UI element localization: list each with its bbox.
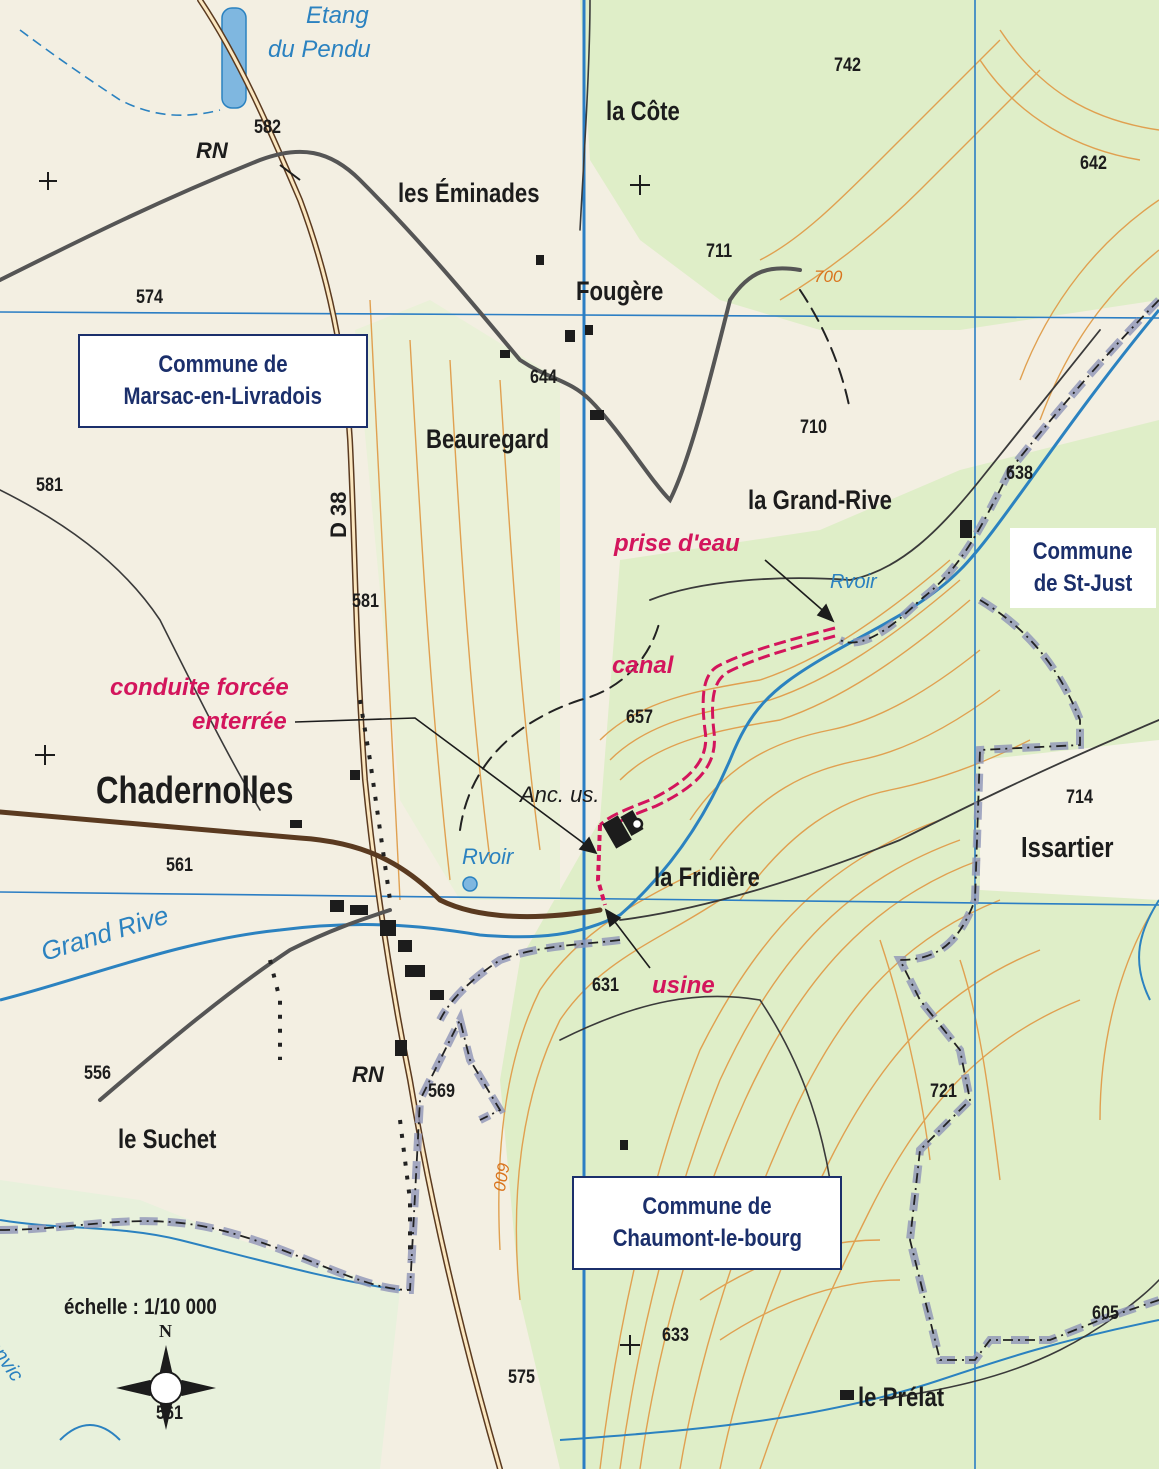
canal-line — [598, 626, 836, 827]
altitude-657: 657 — [626, 707, 653, 728]
commune-boundaries — [0, 297, 1159, 1364]
rvoir-label-west: Rvoir — [462, 844, 514, 869]
forest-area-north — [580, 0, 1159, 330]
place-la-grand-rive: la Grand-Rive — [748, 485, 892, 515]
altitude-561: 561 — [166, 855, 193, 876]
rvoir-label-east: Rvoir — [830, 571, 877, 593]
altitude-569: 569 — [428, 1081, 455, 1102]
contour-label-600: 600 — [489, 1160, 513, 1193]
place-la-fridiere: la Fridière — [654, 862, 760, 892]
contour-label-700: 700 — [814, 267, 843, 286]
place-le-suchet: le Suchet — [118, 1124, 217, 1154]
annotation-prise-deau: prise d'eau — [614, 530, 740, 557]
commune-stjust-line2: de St-Just — [1033, 570, 1133, 597]
canal-line-parallel — [606, 634, 836, 832]
forest-area-southwest — [0, 1180, 400, 1469]
penstock-line — [595, 824, 607, 906]
forest-area-west-strip — [355, 300, 560, 900]
road-chadernolles — [0, 809, 603, 920]
annotation-conduite-line2: enterrée — [192, 708, 287, 735]
altitude-714: 714 — [1066, 787, 1093, 808]
buildings — [290, 255, 972, 1400]
map-scale-label: échelle : 1/10 000 — [64, 1294, 217, 1319]
altitude-633: 633 — [662, 1325, 689, 1346]
road-label-rn-north: RN — [196, 138, 228, 163]
place-fougere: Fougère — [576, 276, 664, 306]
stream-north-dashed — [19, 29, 221, 116]
etang-label-line2: du Pendu — [268, 36, 371, 63]
altitude-575: 575 — [508, 1367, 535, 1388]
altitude-638: 638 — [1006, 463, 1033, 484]
road-west-581 — [0, 489, 261, 811]
altitude-631: 631 — [592, 975, 619, 996]
commune-marsac-box: Commune de Marsac-en-Livradois — [78, 334, 368, 428]
map-symbols — [35, 164, 650, 1355]
stream-east — [1138, 899, 1159, 1001]
place-beauregard: Beauregard — [426, 424, 550, 454]
altitude-711: 711 — [706, 241, 733, 262]
hydro-scheme — [595, 626, 836, 906]
commune-stjust-box: Commune de St-Just — [1010, 528, 1156, 608]
annotation-canal: canal — [612, 652, 674, 679]
altitude-556: 556 — [84, 1063, 111, 1084]
road-south-chaumont — [559, 995, 831, 1181]
place-chadernolles: Chadernolles — [96, 770, 294, 812]
altitude-644: 644 — [530, 367, 557, 388]
place-anc-us: Anc. us. — [520, 782, 600, 807]
altitude-574: 574 — [136, 287, 163, 308]
boundary-south-west-line — [0, 939, 621, 1291]
commune-stjust-line1: Commune — [1033, 537, 1133, 565]
annotation-arrows — [294, 559, 835, 969]
altitude-742: 742 — [834, 55, 861, 76]
altitude-721: 721 — [930, 1081, 957, 1102]
road-east — [619, 719, 1159, 921]
place-la-cote: la Côte — [606, 96, 680, 126]
compass-rose-icon — [116, 1345, 216, 1430]
boundary-village-dots — [268, 699, 412, 1260]
altitude-581-west: 581 — [36, 475, 63, 496]
altitude-561-south: 561 — [156, 1403, 183, 1424]
altitude-710: 710 — [800, 417, 827, 438]
place-issartier: Issartier — [1021, 832, 1114, 864]
place-les-eminades: les Éminades — [398, 178, 540, 208]
contour-lines — [369, 29, 1159, 1469]
road-southwest — [98, 908, 392, 1102]
road-southeast — [879, 1279, 1159, 1401]
grand-rive-stream — [0, 309, 1159, 1002]
road-label-rn-south: RN — [352, 1062, 384, 1087]
commune-marsac-line1: Commune de — [158, 350, 288, 378]
compass-north-letter: N — [159, 1321, 172, 1341]
annotation-conduite-line1: conduite forcée — [110, 674, 289, 701]
road-cote — [579, 0, 591, 231]
boundary-east-line — [839, 299, 1159, 1361]
annotation-usine: usine — [652, 972, 715, 999]
altitude-582: 582 — [254, 117, 281, 138]
commune-marsac-line2: Marsac-en-Livradois — [123, 383, 323, 410]
commune-chaumont-line2: Chaumont-le-bourg — [612, 1225, 802, 1252]
altitude-581-d38: 581 — [352, 591, 379, 612]
road-rn — [198, 0, 502, 1469]
reservoir-west — [462, 876, 478, 892]
path-track-dashed — [459, 619, 661, 831]
road-grand-rive — [649, 329, 1101, 601]
stream-southwest-small — [59, 1424, 121, 1441]
etang-label-line1: Etang — [306, 2, 369, 29]
altitude-642: 642 — [1080, 153, 1107, 174]
meadow-area-issartier — [980, 740, 1159, 900]
commune-chaumont-line1: Commune de — [642, 1192, 772, 1220]
commune-chaumont-box: Commune de Chaumont-le-bourg — [572, 1176, 842, 1270]
path-track-dashed-north — [799, 289, 851, 411]
altitude-605: 605 — [1092, 1303, 1119, 1324]
road-label-d38: D 38 — [326, 491, 351, 538]
road-north-west — [0, 149, 802, 504]
place-le-prelat: le Prélat — [858, 1382, 945, 1412]
stream-south — [559, 1319, 1159, 1441]
